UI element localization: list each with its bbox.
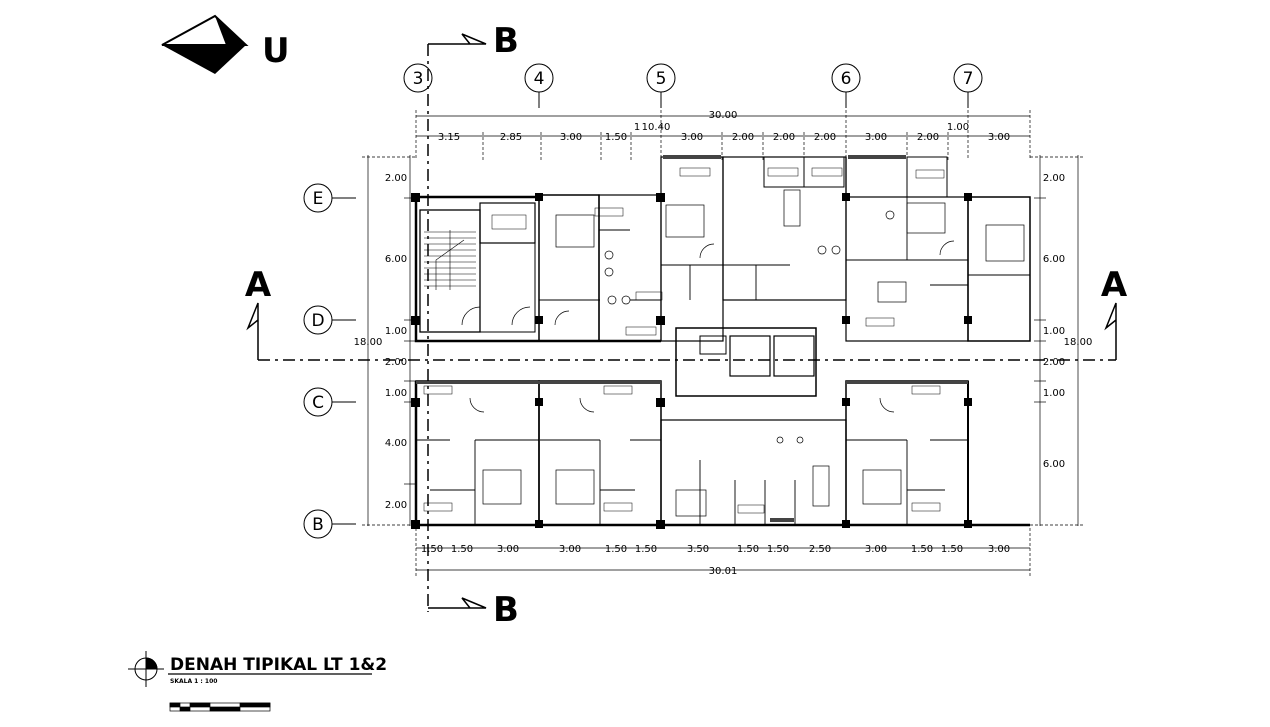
dim-top-11: 3.00 xyxy=(988,132,1010,143)
dim-top-3: 3.00 xyxy=(560,132,582,143)
grid-column-bubbles xyxy=(403,63,983,108)
section-b-bottom-label: B xyxy=(493,590,519,630)
dim-right-total: 18.00 xyxy=(1064,337,1093,348)
grid-row-b: B xyxy=(312,515,324,535)
dim-top-8: 2.00 xyxy=(814,132,836,143)
dim-left-5: 1.00 xyxy=(385,388,407,399)
planter-strips xyxy=(416,155,968,522)
section-a-left-label: A xyxy=(245,265,272,305)
dim-bottom-9: 1.50 xyxy=(767,544,789,555)
scale-bar xyxy=(169,702,271,712)
top-dimension-lines xyxy=(415,110,1031,160)
section-a-line xyxy=(246,302,1117,361)
structural-columns xyxy=(411,193,972,529)
dim-right-3: 1.00 xyxy=(1043,326,1065,337)
dim-top-6: 2.00 xyxy=(732,132,754,143)
dim-top-10: 2.00 xyxy=(917,132,939,143)
dim-right-6: 6.00 xyxy=(1043,459,1065,470)
drawing-scale: SKALA 1 : 100 xyxy=(170,678,217,685)
grid-row-bubbles xyxy=(303,183,356,539)
dim-left-3: 1.00 xyxy=(385,326,407,337)
side-dimension-lines xyxy=(362,155,1084,526)
dim-bottom-7: 3.50 xyxy=(687,544,709,555)
grid-row-d: D xyxy=(311,311,324,331)
furniture xyxy=(461,189,1025,517)
north-label: U xyxy=(262,31,290,71)
dim-bottom-14: 3.00 xyxy=(988,544,1010,555)
dim-left-2: 6.00 xyxy=(385,254,407,265)
stair-treads xyxy=(424,230,476,290)
section-b-top-label: B xyxy=(493,21,519,61)
dim-top-1: 3.15 xyxy=(438,132,460,143)
dim-bottom-total: 30.01 xyxy=(709,566,738,577)
dim-top-7: 2.00 xyxy=(773,132,795,143)
bottom-dimension-lines xyxy=(415,528,1031,576)
grid-col-4: 4 xyxy=(534,69,545,89)
grid-col-3: 3 xyxy=(413,69,424,89)
dim-bottom-5: 1.50 xyxy=(605,544,627,555)
dim-bottom-11: 3.00 xyxy=(865,544,887,555)
dim-bottom-13: 1.50 xyxy=(941,544,963,555)
grid-col-6: 6 xyxy=(841,69,852,89)
dim-bottom-4: 3.00 xyxy=(559,544,581,555)
dim-top-upper-b: 10.40 xyxy=(642,122,671,133)
dim-bottom-2: 1.50 xyxy=(451,544,473,555)
dim-top-upper-c: 1.00 xyxy=(947,122,969,133)
dim-bottom-1: 1.50 xyxy=(421,544,443,555)
section-a-right-label: A xyxy=(1101,265,1128,305)
title-symbol-icon xyxy=(128,651,164,687)
dim-right-2: 6.00 xyxy=(1043,254,1065,265)
bottom-dimension-labels: 1.50 1.50 3.00 3.00 1.50 1.50 3.50 1.50 … xyxy=(421,544,1010,577)
dim-right-5: 1.00 xyxy=(1043,388,1065,399)
dim-top-9: 3.00 xyxy=(865,132,887,143)
dim-bottom-12: 1.50 xyxy=(911,544,933,555)
dim-left-total: 18.00 xyxy=(354,337,383,348)
dim-left-6: 4.00 xyxy=(385,438,407,449)
dim-top-upper-a: 1 xyxy=(634,122,640,133)
dim-bottom-3: 3.00 xyxy=(497,544,519,555)
room-tag-boxes xyxy=(423,167,945,514)
dim-top-total: 30.00 xyxy=(709,110,738,121)
right-dimension-labels: 2.00 6.00 1.00 2.00 1.00 6.00 18.00 xyxy=(1043,173,1092,470)
dim-top-2: 2.85 xyxy=(500,132,522,143)
grid-col-7: 7 xyxy=(963,69,974,89)
dim-right-4: 2.00 xyxy=(1043,357,1065,368)
dim-bottom-8: 1.50 xyxy=(737,544,759,555)
north-arrow-icon xyxy=(161,14,249,74)
dim-right-1: 2.00 xyxy=(1043,173,1065,184)
grid-row-e: E xyxy=(313,189,324,209)
dim-top-4: 1.50 xyxy=(605,132,627,143)
grid-row-c: C xyxy=(312,393,324,413)
top-dimension-labels: 3.15 2.85 3.00 1.50 3.00 2.00 2.00 2.00 … xyxy=(438,132,1010,143)
dim-bottom-10: 2.50 xyxy=(809,544,831,555)
dim-bottom-6: 1.50 xyxy=(635,544,657,555)
dim-top-5: 3.00 xyxy=(681,132,703,143)
drawing-title: DENAH TIPIKAL LT 1&2 xyxy=(170,655,387,675)
dim-left-1: 2.00 xyxy=(385,173,407,184)
dim-left-7: 2.00 xyxy=(385,500,407,511)
left-dimension-labels: 2.00 6.00 1.00 2.00 1.00 4.00 2.00 18.00 xyxy=(354,173,407,511)
section-b-line xyxy=(427,33,487,612)
grid-col-5: 5 xyxy=(656,69,667,89)
dim-left-4: 2.00 xyxy=(385,357,407,368)
